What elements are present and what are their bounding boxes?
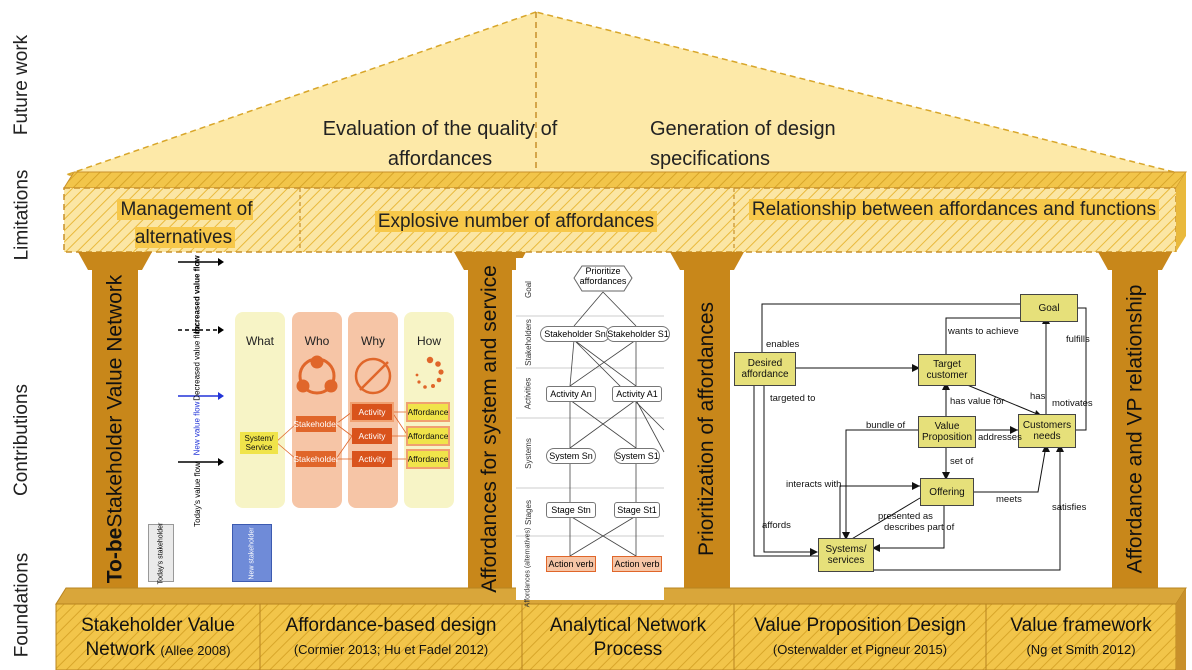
side-label-limitations: Limitations (11, 169, 33, 261)
vp-node-target-customer: Target customer (918, 354, 976, 386)
ab-affordance-1: Affordance (406, 402, 450, 422)
side-label-foundations: Foundations (11, 552, 33, 658)
roof (65, 11, 1187, 176)
vp-node-systems-services: Systems/ services (818, 538, 874, 572)
ab-title-who: Who (304, 334, 330, 348)
vp-node-customers-needs: Customers needs (1018, 414, 1076, 448)
legend-new-stakeholder: New stakeholder (232, 524, 272, 582)
anp-activity-an: Activity An (546, 386, 596, 402)
target-reason-icon (354, 357, 392, 395)
anp-action-verb-1: Action verb (546, 556, 596, 572)
flow-label-new: New value flow (192, 401, 202, 455)
pillar-label-3: Prioritization of affordances (695, 301, 718, 557)
flow-label-today: Today's value flow (192, 461, 202, 527)
anp-stakeholder-s1: Stakeholder S1 (606, 326, 670, 342)
side-label-future-work: Future work (11, 34, 32, 136)
vp-node-desired-affordance: Desired affordance (734, 352, 796, 386)
anp-axis-systems: Systems (523, 437, 533, 469)
anp-system-s1: System S1 (614, 448, 660, 464)
ab-system-service: System/ Service (240, 432, 278, 454)
flow-label-decreased: Decreased value flow (192, 323, 202, 401)
pillar-label-1: To-be Stakeholder Value Network (103, 274, 126, 584)
ab-title-how: How (416, 334, 441, 348)
foundation-affordance-design: Affordance-based design (Cormier 2013; H… (285, 615, 497, 657)
ab-affordance-2: Affordance (406, 426, 450, 446)
vp-edge-affords: affords (762, 520, 791, 531)
ab-affordance-3: Affordance (406, 449, 450, 469)
vp-edge-bundle-of: bundle of (866, 420, 906, 431)
ab-connectors (275, 411, 409, 460)
vp-node-value-proposition: Value Proposition (918, 416, 976, 448)
vp-edge-wants-to-achieve: wants to achieve (948, 326, 1019, 337)
pillar-label-2: Affordances for system and service (478, 265, 501, 593)
ab-stakeholder-2: Stakeholder (293, 451, 339, 467)
ab-col-what (235, 312, 285, 508)
anp-row-lines (516, 315, 664, 537)
ab-activity-1: Activity (350, 402, 394, 422)
anp-axis-goal: Goal (523, 280, 533, 298)
vp-edge-has: has (1030, 391, 1046, 402)
vp-edge-satisfies: satisfies (1052, 502, 1087, 513)
anp-stage-stn: Stage Stn (546, 502, 596, 518)
ab-stakeholder-1: Stakeholder (293, 416, 339, 432)
vp-node-offering: Offering (920, 478, 974, 506)
anp-links (569, 291, 665, 557)
future-work-left: Evaluation of the quality of affordances (322, 118, 558, 170)
pillar-label-4: Affordance and VP relationship (1123, 284, 1147, 574)
value-flow-arrows (178, 258, 224, 466)
flow-label-increased: Increased value flow (192, 254, 202, 334)
anp-system-sn: System Sn (546, 448, 596, 464)
ab-title-why: Why (361, 334, 385, 348)
foundation-anp: Analytical Network Process (549, 615, 707, 660)
anp-stakeholder-sn: Stakeholder Sn (540, 326, 610, 342)
anp-activity-a1: Activity A1 (612, 386, 662, 402)
ab-title-what: What (245, 334, 274, 348)
ab-activity-2: Activity (352, 428, 392, 444)
ab-activity-3: Activity (352, 451, 392, 467)
vp-edge-motivates: motivates (1052, 398, 1093, 409)
vp-node-goal: Goal (1020, 294, 1078, 322)
vp-edge-set-of: set of (950, 456, 974, 467)
future-work-right: Generation of design specifications (650, 118, 836, 170)
beam-top (63, 171, 1187, 189)
foundation-vpd: Value Proposition Design (Osterwalder et… (754, 615, 966, 657)
anp-stage-st1: Stage St1 (614, 502, 660, 518)
people-network-icon (296, 355, 338, 395)
vp-edge-enables: enables (766, 339, 800, 350)
foundation-value-framework: Value framework (Ng et Smith 2012) (1010, 615, 1152, 657)
vp-edge-addresses: addresses (978, 432, 1022, 443)
vp-edge-meets: meets (996, 494, 1022, 505)
anp-goal-hexagon (573, 265, 633, 292)
anp-axis-activities: Activities (523, 377, 533, 409)
foundation-svn: Stakeholder Value Network (Allee 2008) (81, 615, 235, 660)
limitation-3: Relationship between affordances and fun… (744, 196, 1164, 224)
limitation-1: Management of alternatives (80, 196, 290, 252)
vp-edge-has-value-for: has value for (950, 396, 1005, 407)
side-label-contributions: Contributions (11, 384, 33, 496)
anp-action-verb-2: Action verb (612, 556, 662, 572)
loading-dots-icon (415, 356, 444, 389)
vp-edge-targeted-to: targeted to (770, 393, 816, 404)
vp-edge-describes-part-of: describes part of (884, 522, 955, 533)
base (55, 603, 1177, 670)
vp-edge-fulfills: fulfills (1066, 334, 1090, 345)
vp-edge-presented-as: presented as (878, 511, 933, 522)
anp-axis-affordances: Affordances (alternatives) (524, 527, 532, 607)
anp-panel (516, 258, 664, 600)
limitation-2: Explosive number of affordances (306, 208, 726, 236)
anp-goal: Prioritize affordances (579, 266, 627, 286)
anp-axis-stakeholders: Stakeholders (523, 318, 533, 366)
legend-today-stakeholder: Today's stakeholder (148, 522, 174, 584)
vp-edge-interacts-with: interacts with (786, 479, 842, 490)
